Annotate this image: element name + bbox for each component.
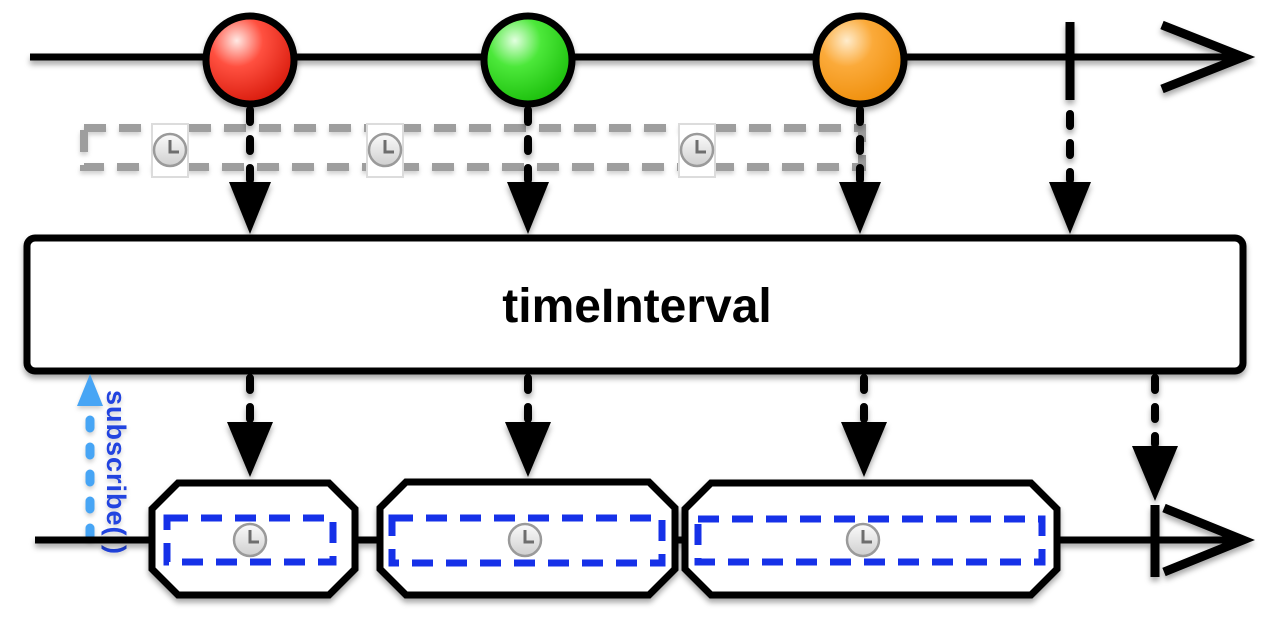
operator-label: timeInterval xyxy=(502,280,771,333)
output-timeline xyxy=(35,478,1255,599)
interval-inner-rect-3 xyxy=(694,515,1046,566)
interval-band-clocks xyxy=(151,123,716,178)
interval-inner-rect-1 xyxy=(163,514,337,566)
marble-orange xyxy=(812,12,908,108)
clock-icon xyxy=(152,132,188,168)
subscribe-arrow: subscribe( ) xyxy=(77,374,131,555)
marble-red xyxy=(202,12,298,108)
arrow-down-icon xyxy=(1049,182,1091,234)
arrow-down-icon xyxy=(1132,446,1178,501)
source-arrowhead-icon xyxy=(1160,20,1256,94)
arrow-down-icon xyxy=(839,182,881,234)
clock-icon xyxy=(845,522,881,558)
clock-icon xyxy=(679,132,715,168)
operator-box: timeInterval xyxy=(23,234,1247,375)
arrow-down-icon xyxy=(505,422,551,477)
arrow-down-icon xyxy=(841,422,887,477)
output-arrowhead-icon xyxy=(1162,503,1255,577)
clock-icon xyxy=(232,522,268,558)
arrow-down-icon xyxy=(229,182,271,234)
clock-icon xyxy=(507,522,543,558)
arrow-up-icon xyxy=(77,374,103,406)
interval-inner-rect-2 xyxy=(388,514,666,567)
marble-green xyxy=(480,12,576,108)
source-to-operator-connectors xyxy=(229,106,1091,234)
interval-band xyxy=(80,124,866,171)
arrow-down-icon xyxy=(227,422,273,477)
subscribe-label: subscribe( ) xyxy=(101,390,131,555)
arrow-down-icon xyxy=(507,182,549,234)
operator-to-output-connectors xyxy=(227,374,1178,501)
clock-icon xyxy=(367,132,403,168)
